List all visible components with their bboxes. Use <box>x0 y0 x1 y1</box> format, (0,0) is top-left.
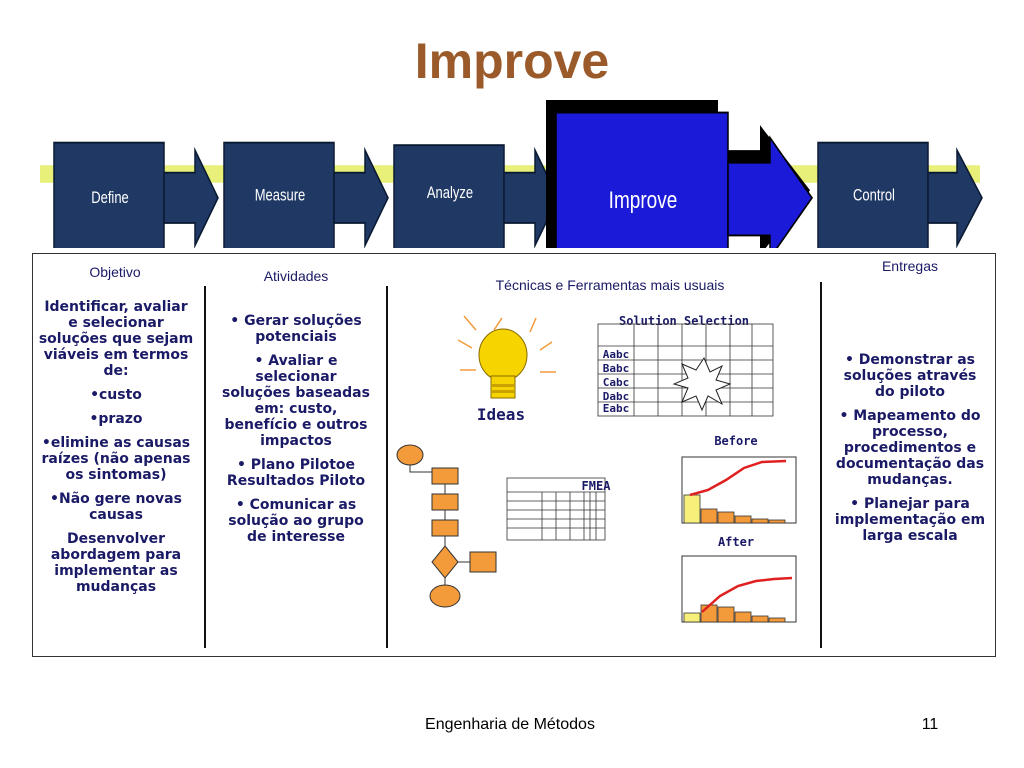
phase-define[interactable]: Define <box>53 141 219 248</box>
atividades-item: • Gerar soluções potenciais <box>230 313 362 345</box>
column-divider <box>820 282 822 648</box>
slide-title: Improve <box>414 33 610 89</box>
objetivo-heading: Objetivo <box>89 264 141 280</box>
fmea-label: FMEA <box>582 479 612 493</box>
atividades-item: • Comunicar as solução ao grupo de inter… <box>228 497 364 545</box>
phase-measure[interactable]: Measure <box>223 141 389 248</box>
arrow-right-icon <box>727 135 813 248</box>
objetivo-item: •Não gere novas causas <box>50 491 182 523</box>
phase-measure-label: Measure <box>255 187 306 205</box>
fmea-table <box>506 477 606 541</box>
objetivo-item: Desenvolver abordagem para implementar a… <box>50 531 182 595</box>
phase-control[interactable]: Control <box>817 141 983 248</box>
before-label: Before <box>714 434 757 448</box>
atividades-item: • Avaliar e selecionar soluções baseadas… <box>222 353 370 449</box>
tools-illustration: Ideas Solution Selection Aabc Babc Cabc … <box>396 314 797 623</box>
after-label: After <box>718 535 754 549</box>
column-divider <box>386 286 388 648</box>
before-pareto-chart <box>681 456 797 524</box>
solution-row-label: Eabc <box>603 402 630 415</box>
phase-control-label: Control <box>853 187 895 205</box>
objetivo-item: Identificar, avaliar e selecionar soluçõ… <box>38 299 194 379</box>
solution-row-label: Babc <box>603 362 630 375</box>
solution-row-label: Cabc <box>603 376 630 389</box>
atividades-list: • Gerar soluções potenciais • Avaliar e … <box>220 313 372 553</box>
objetivo-item: •prazo <box>89 411 143 427</box>
starburst-icon <box>672 356 732 412</box>
entregas-item: • Planejar para implementação em larga e… <box>834 496 986 544</box>
entregas-item: • Mapeamento do processo, procedimentos … <box>835 408 985 488</box>
footer-page-number: 11 <box>921 716 939 733</box>
phase-analyze-label: Analyze <box>427 185 473 203</box>
arrow-right-icon <box>163 146 219 248</box>
ideas-label: Ideas <box>477 405 525 424</box>
arrow-right-icon <box>927 147 983 248</box>
solution-selection-title: Solution Selection <box>619 314 749 328</box>
dmaic-phase-strip: Define Measure Analyze Improve Control <box>40 100 983 248</box>
atividades-item: • Plano Pilotoe Resultados Piloto <box>226 457 366 489</box>
entregas-list: • Demonstrar as soluções através do pilo… <box>834 352 986 552</box>
entregas-item: • Demonstrar as soluções através do pilo… <box>843 352 977 400</box>
objetivo-item: •custo <box>90 387 142 403</box>
phase-improve-label: Improve <box>609 186 678 214</box>
phase-improve[interactable]: Improve <box>546 100 813 248</box>
lightbulb-icon <box>457 315 556 399</box>
tecnicas-heading: Técnicas e Ferramentas mais usuais <box>495 277 725 293</box>
footer-course: Engenharia de Métodos <box>425 716 595 733</box>
atividades-heading: Atividades <box>263 268 329 284</box>
column-divider <box>204 286 206 648</box>
solution-row-label: Aabc <box>603 348 630 361</box>
content-panel <box>32 253 996 657</box>
phase-define-label: Define <box>91 190 129 208</box>
solution-selection-matrix <box>597 323 774 417</box>
entregas-heading: Entregas <box>881 258 939 274</box>
solution-row-label: Dabc <box>603 390 630 403</box>
phase-analyze[interactable]: Analyze <box>393 144 559 248</box>
arrow-right-icon <box>333 146 389 248</box>
objetivo-list: Identificar, avaliar e selecionar soluçõ… <box>38 299 194 603</box>
process-flowchart <box>396 444 497 608</box>
after-pareto-chart <box>681 555 797 623</box>
objetivo-item: •elimine as causas raízes (não apenas os… <box>41 435 191 483</box>
